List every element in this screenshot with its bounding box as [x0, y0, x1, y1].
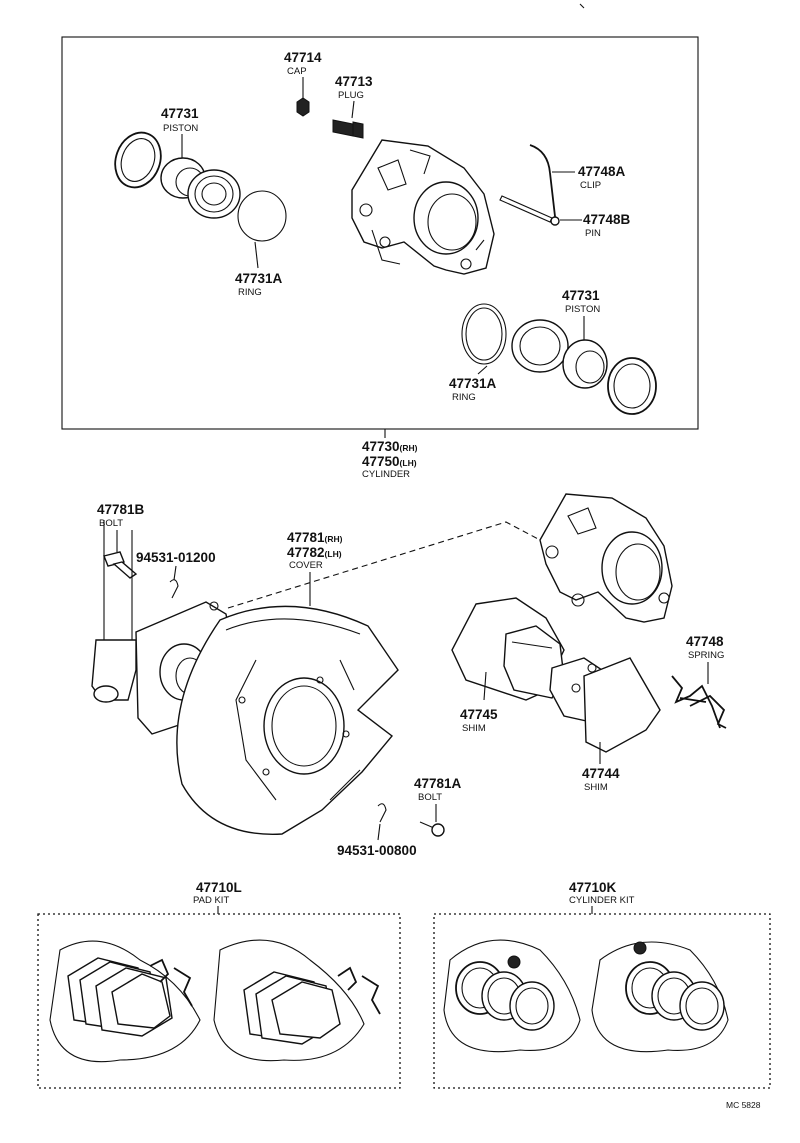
shim-outer-label: SHIM	[584, 782, 608, 793]
diagram-code: MC 5828	[726, 1100, 761, 1110]
piston-right-label: PISTON	[565, 304, 600, 315]
piston-top-label: PISTON	[163, 123, 198, 134]
pin-part-number: 47748B	[583, 212, 631, 227]
piston-boot-icon	[187, 169, 241, 219]
boot-ring-icon-right	[607, 357, 657, 415]
bolt-b-part-number: 47781B	[97, 502, 145, 517]
plug-part-number: 47713	[335, 74, 373, 89]
piston-seal-group-top	[114, 131, 287, 242]
clip-part: 47748A CLIP	[529, 144, 626, 226]
clip-icon	[529, 144, 557, 226]
svg-text:47750(LH): 47750(LH)	[362, 454, 417, 469]
clip-label: CLIP	[580, 180, 601, 191]
cylinder-rh-suffix: (RH)	[400, 443, 418, 453]
anti-rattle-spring-icon	[671, 675, 721, 729]
pad-kit-part: 47710L PAD KIT	[37, 880, 401, 1089]
shim-outer-part: 47744 SHIM	[582, 742, 620, 793]
cap-part: 47714 CAP	[284, 50, 322, 117]
piston-icon-right	[562, 339, 608, 389]
cylinder-kit-set-left-icon	[443, 939, 581, 1053]
cotter-pin-large-part: 94531-01200	[136, 550, 216, 599]
cover-rh-suffix: (RH)	[325, 534, 343, 544]
cover-rh-number: 47781	[287, 530, 325, 545]
pad-kit-set-left-icon	[49, 940, 201, 1063]
cotter-pin-small-part: 94531-00800	[337, 803, 417, 858]
ring-top-part-number: 47731A	[235, 271, 283, 286]
ring-bottom-part: 47731A RING	[449, 365, 497, 403]
shim-inner-part-number: 47745	[460, 707, 498, 722]
piston-seal-group-right	[461, 303, 657, 415]
bolt-b-label: BOLT	[99, 518, 123, 529]
cotter-pin-small-icon	[377, 803, 387, 823]
bleeder-plug-icon	[332, 119, 364, 139]
cap-icon	[296, 97, 310, 117]
spring-part-number: 47748	[686, 634, 724, 649]
piston-top-part: 47731 PISTON	[161, 106, 199, 158]
clip-part-number: 47748A	[578, 164, 626, 179]
pad-shim-group	[451, 597, 661, 753]
piston-right-part: 47731 PISTON	[562, 288, 600, 342]
cotter-pin-icon	[169, 579, 179, 599]
shim-inner-part: 47745 SHIM	[460, 707, 498, 734]
ring-top-part: 47731A RING	[235, 241, 283, 298]
ring-top-label: RING	[238, 287, 262, 298]
cylinder-assembly-frame	[61, 36, 699, 430]
svg-text:47730(RH): 47730(RH)	[362, 439, 418, 454]
cover-label: COVER	[289, 560, 323, 571]
svg-text:47781(RH): 47781(RH)	[287, 530, 343, 545]
spring-label: SPRING	[688, 650, 724, 661]
shim-inner-label: SHIM	[462, 723, 486, 734]
cylinder-lh-suffix: (LH)	[400, 458, 417, 468]
cotter-pin-large-number: 94531-01200	[136, 550, 216, 565]
cap-part-number: 47714	[284, 50, 322, 65]
cap-label: CAP	[287, 66, 307, 77]
shim-outer-icon	[583, 657, 661, 753]
bolt-a-part-number: 47781A	[414, 776, 462, 791]
cylinder-label: CYLINDER	[362, 469, 410, 480]
pin-part: 47748B PIN	[499, 195, 631, 239]
ring-bottom-part-number: 47731A	[449, 376, 497, 391]
pad-kit-label: PAD KIT	[193, 895, 229, 906]
caliper-body-icon	[351, 139, 495, 275]
cylinder-lh-number: 47750	[362, 454, 400, 469]
bolt-a-icon	[419, 821, 445, 837]
bolt-icon	[103, 551, 138, 579]
bolt-b-part: 47781B BOLT	[97, 502, 145, 579]
pad-kit-set-right-icon	[213, 939, 381, 1062]
svg-text:47782(LH): 47782(LH)	[287, 545, 342, 560]
pin-icon	[499, 195, 553, 223]
seal-ring-icon-right	[461, 303, 507, 365]
bolt-a-part: 47781A BOLT	[414, 776, 462, 837]
cover-lh-suffix: (LH)	[325, 549, 342, 559]
caliper-middle-icon	[539, 493, 673, 623]
pin-label: PIN	[585, 228, 601, 239]
cylinder-kit-number: 47710K	[569, 880, 617, 895]
piston-top-part-number: 47731	[161, 106, 199, 121]
pad-kit-number: 47710L	[196, 880, 242, 895]
corner-mark	[579, 3, 585, 9]
cylinder-kit-set-right-icon	[591, 941, 729, 1053]
cylinder-kit-part: 47710K CYLINDER KIT	[433, 880, 771, 1089]
cylinder-assembly-label: 47730(RH) 47750(LH) CYLINDER	[362, 429, 418, 480]
bolt-a-label: BOLT	[418, 792, 442, 803]
dust-cover-icon	[176, 605, 399, 835]
plug-part: 47713 PLUG	[332, 74, 373, 139]
shim-outer-part-number: 47744	[582, 766, 620, 781]
spring-part: 47748 SPRING	[671, 634, 727, 729]
assembly-leader-line	[227, 521, 541, 609]
seal-ring-icon-top	[237, 190, 287, 242]
cotter-pin-small-number: 94531-00800	[337, 843, 417, 858]
pad-kit-frame	[37, 913, 401, 1089]
cover-lh-number: 47782	[287, 545, 325, 560]
cover-label-group: 47781(RH) 47782(LH) COVER	[287, 530, 343, 606]
cylinder-rh-number: 47730	[362, 439, 400, 454]
cylinder-kit-label: CYLINDER KIT	[569, 895, 635, 906]
piston-right-part-number: 47731	[562, 288, 600, 303]
ring-bottom-label: RING	[452, 392, 476, 403]
dust-boot-ring-icon	[114, 131, 162, 189]
plug-label: PLUG	[338, 90, 364, 101]
